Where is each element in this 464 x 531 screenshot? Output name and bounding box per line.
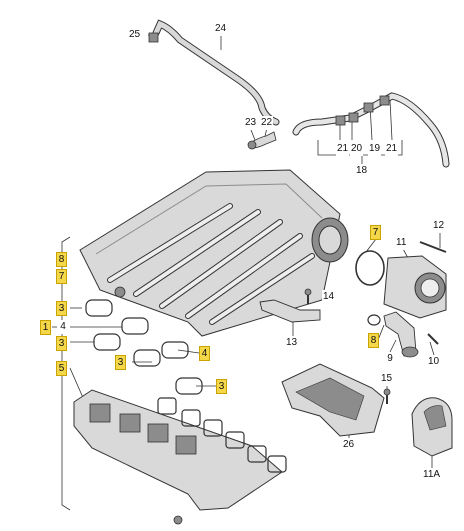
o-ring-7 — [355, 250, 385, 286]
port-gaskets — [85, 299, 203, 395]
callout-14: 14 — [322, 290, 336, 304]
callout-8-left: 8 — [56, 252, 67, 267]
hose-assembly-18 — [292, 92, 450, 168]
callout-11a: 11A — [422, 468, 442, 482]
throttle-body-11 — [355, 241, 447, 319]
callout-22: 22 — [260, 116, 274, 130]
callout-10: 10 — [427, 355, 441, 369]
bracket-13 — [259, 288, 321, 323]
callout-1: 1 — [40, 320, 51, 335]
callout-26: 26 — [342, 438, 356, 452]
callout-3-top: 3 — [56, 301, 67, 316]
callout-25: 25 — [128, 28, 142, 42]
callout-4-left: 4 — [57, 320, 69, 334]
callout-4-right: 4 — [199, 346, 210, 361]
callout-24: 24 — [214, 22, 228, 36]
callout-9: 9 — [384, 352, 396, 366]
callout-21-left: 21 — [336, 142, 350, 156]
callout-12: 12 — [432, 219, 446, 233]
callout-18: 18 — [355, 164, 369, 178]
hose-clip-25 — [148, 32, 159, 43]
callout-5: 5 — [56, 361, 67, 376]
cover-11a — [411, 397, 453, 457]
callout-13: 13 — [285, 336, 299, 350]
gasket-strip — [157, 397, 287, 473]
callout-20: 20 — [350, 142, 364, 156]
callout-11: 11 — [395, 236, 408, 250]
callout-8-right: 8 — [368, 333, 379, 348]
callout-15: 15 — [380, 372, 394, 386]
callout-19: 19 — [368, 142, 382, 156]
callout-21-right: 21 — [385, 142, 399, 156]
callout-7-right: 7 — [370, 225, 381, 240]
breather-hose-24 — [148, 19, 280, 126]
callout-3-mid: 3 — [56, 336, 67, 351]
intake-manifold-lower — [73, 389, 283, 525]
coolant-pipe-9 — [367, 311, 439, 404]
callout-7-left: 7 — [56, 269, 67, 284]
callout-3-right: 3 — [216, 379, 227, 394]
connector-23 — [247, 131, 277, 150]
cover-26 — [281, 363, 385, 437]
callout-23: 23 — [244, 116, 258, 130]
callout-3-low: 3 — [115, 355, 126, 370]
